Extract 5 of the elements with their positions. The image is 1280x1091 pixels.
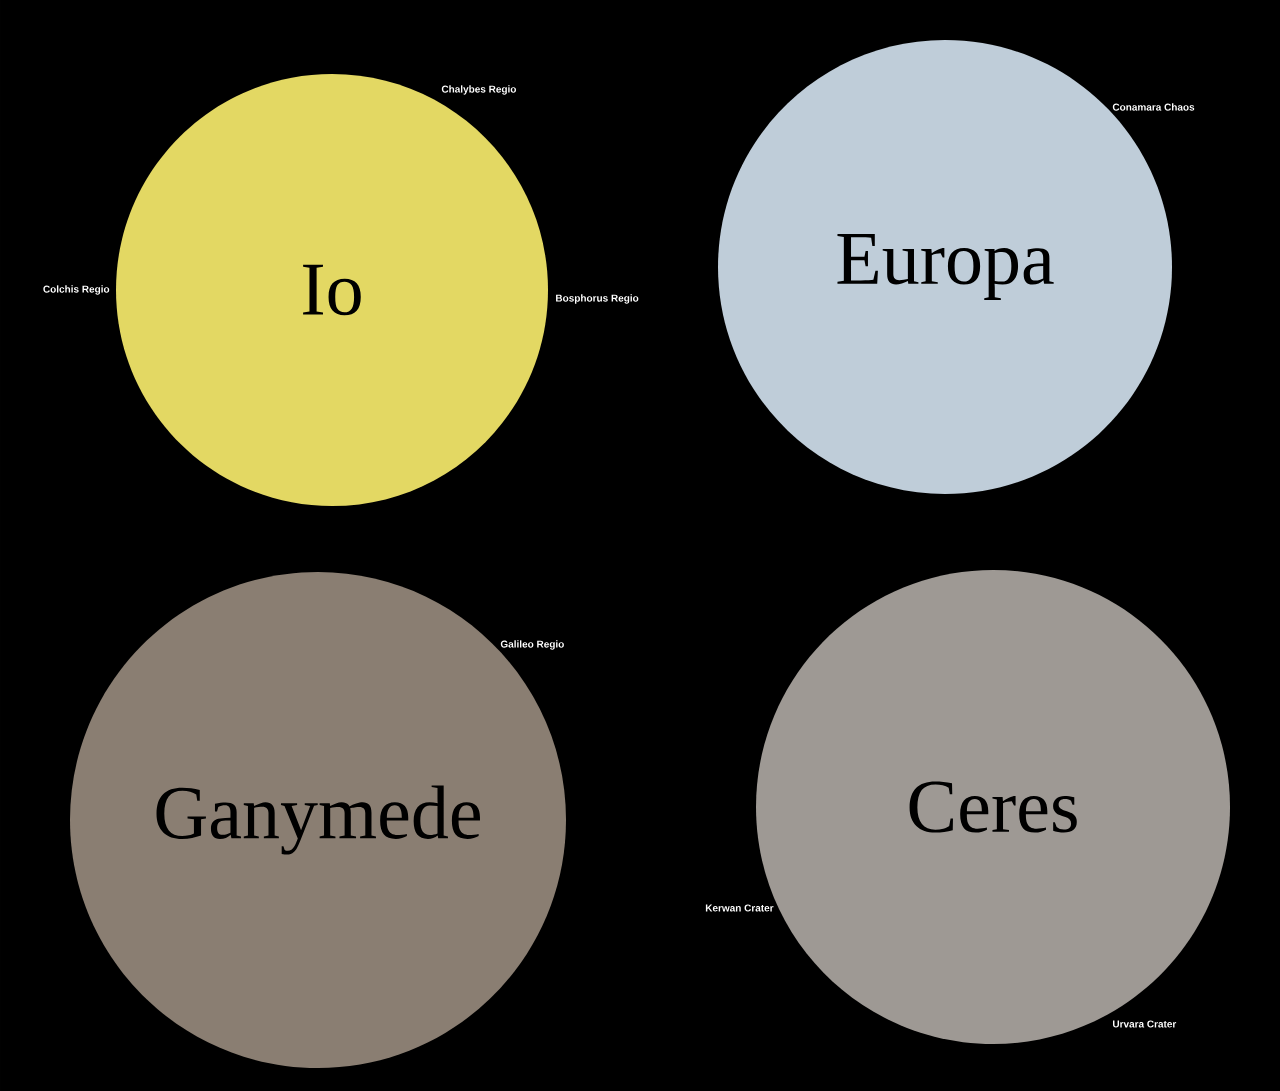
feature-label: Urvara Crater [1113, 1020, 1177, 1028]
feature-label: Galileo Regio [500, 640, 564, 650]
feature-label: Bosphorus Regio [556, 294, 639, 304]
feature-label: Colchis Regio [43, 285, 110, 295]
feature-label: Chalybes Regio [441, 85, 516, 95]
